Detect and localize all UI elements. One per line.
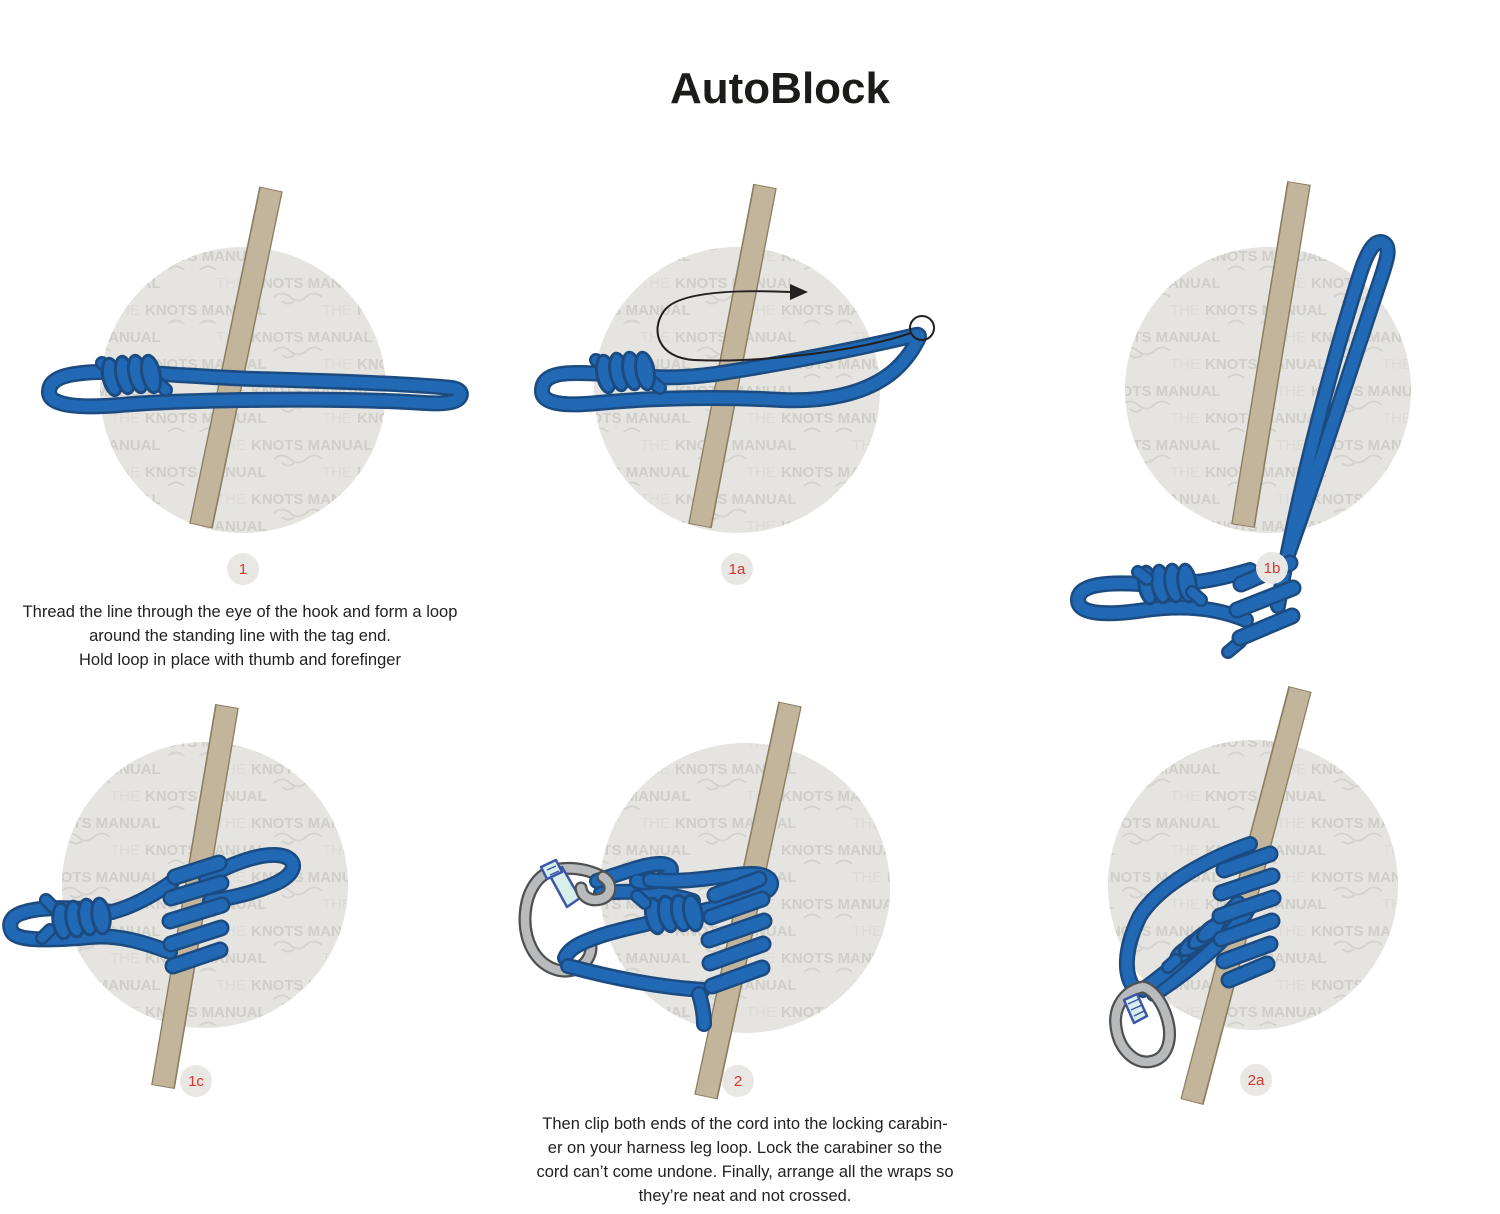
caption-line: Hold loop in place with thumb and forefi… [79,651,401,669]
caption-line: Then clip both ends of the cord into the… [542,1115,948,1133]
step-badge-1c: 1c [180,1065,212,1097]
step-badge-1a: 1a [721,553,753,585]
step-1-caption: Thread the line through the eye of the h… [0,600,480,672]
panel-1a-barrel-knot [595,350,656,395]
step-badge-2: 2 [722,1065,754,1097]
panel-1a-motion-arrow [656,284,935,362]
caption-line: er on your harness leg loop. Lock the ca… [547,1139,943,1157]
panel-1-watermark [100,247,386,533]
caption-line: around the standing line with the tag en… [89,627,391,645]
panel-2a-rod-wraps [1211,845,1282,989]
panel-1b-illustration [1078,181,1411,659]
panel-2a-illustration [1108,685,1398,1106]
panel-2-rod-wraps [700,870,773,995]
panel-1c-rod-wraps [161,854,231,975]
panel-1c-rope [10,854,293,975]
panel-1-illustration [49,186,461,533]
panel-1c-barrel-knot [51,896,112,941]
panel-1-barrel-knot [100,353,163,398]
panel-1-rod [189,186,283,529]
panel-2a-rope [1127,844,1282,994]
panel-1-rope [49,353,461,407]
panel-1a-rod [688,183,777,529]
step-badge-1b: 1b [1256,552,1288,584]
step-badge-2a: 2a [1240,1064,1272,1096]
panel-2-rope [565,864,771,1024]
caption-line: cord can’t come undone. Finally, arrange… [536,1163,954,1181]
panel-1a-rope [542,335,919,405]
panel-2a-rod [1180,685,1312,1106]
caption-line: they’re neat and not crossed. [638,1187,852,1205]
panel-2a-carabiner [1116,987,1170,1062]
panel-1c-illustration [10,704,348,1089]
panel-2-illustration [525,701,890,1100]
step-2-caption: Then clip both ends of the cord into the… [505,1112,985,1208]
caption-line: Thread the line through the eye of the h… [22,603,458,621]
panel-1a-illustration [542,183,935,533]
panel-1b-rod [1231,181,1311,528]
panel-2-barrel-knot [643,893,705,936]
page-title: AutoBlock [670,64,890,113]
step-badge-1: 1 [227,553,259,585]
